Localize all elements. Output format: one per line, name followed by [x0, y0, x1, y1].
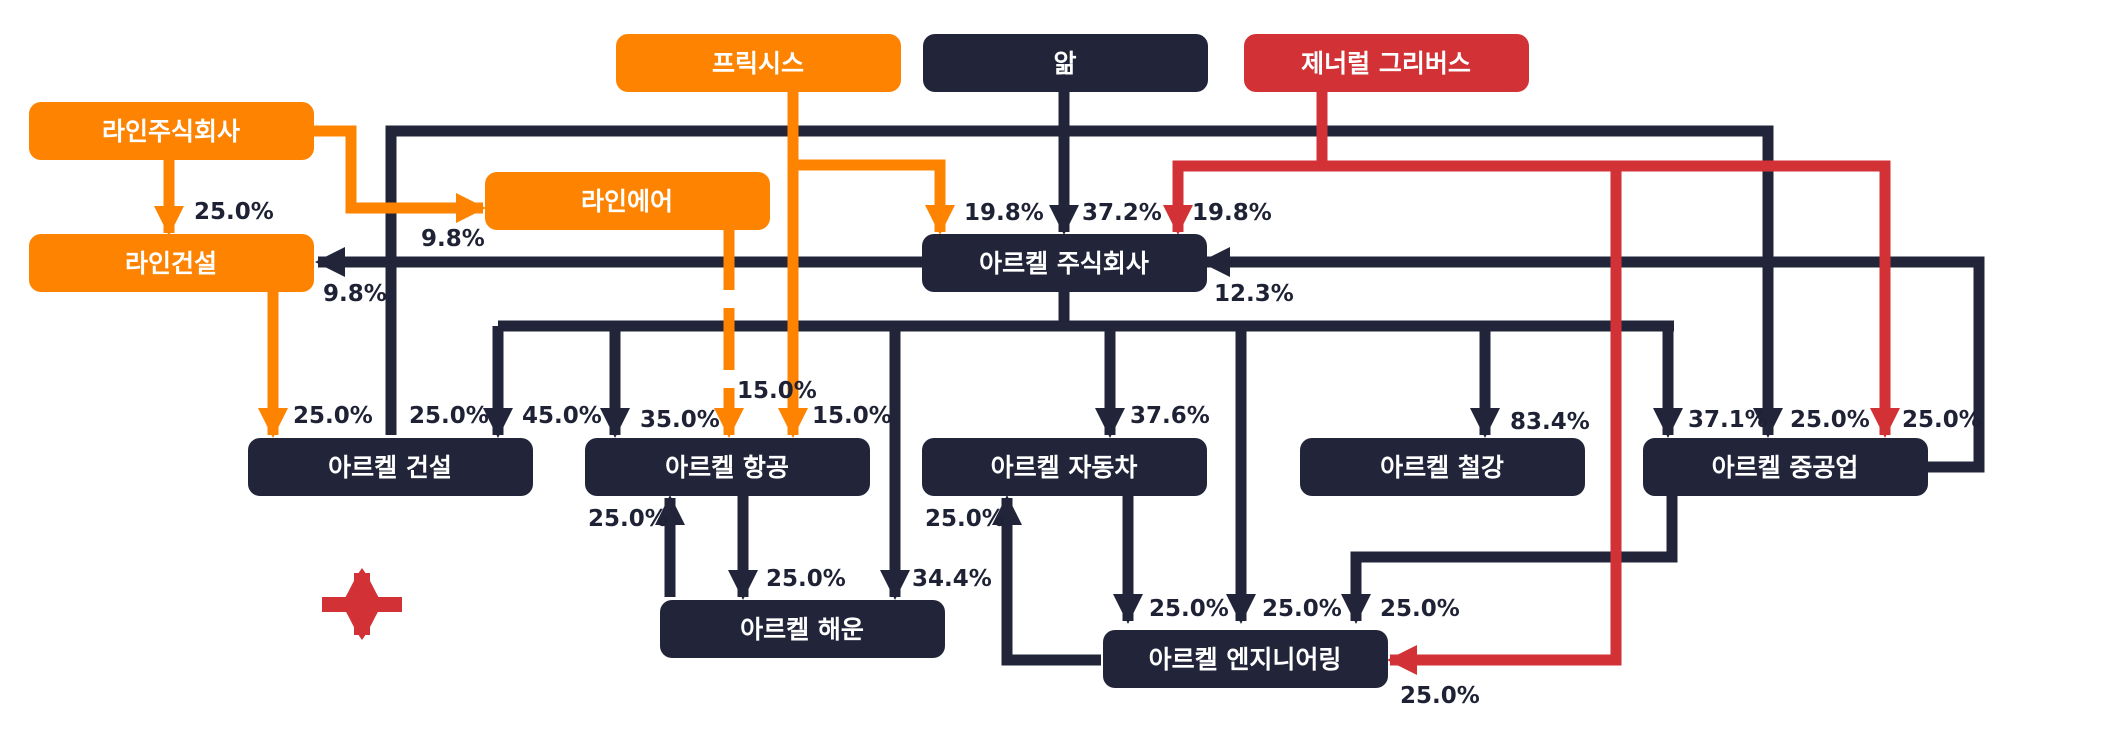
node-label: 아르켈 주식회사 — [979, 249, 1149, 278]
edge-label: 34.4% — [912, 566, 992, 592]
edge-line-corp-to-arkel-construction — [385, 125, 1783, 438]
node-label: 아르켈 해운 — [740, 615, 864, 644]
node-line-corp[interactable]: 라인주식회사 — [29, 102, 314, 160]
node-box — [660, 600, 945, 658]
node-label: 아르켈 항공 — [665, 453, 789, 482]
edge-frixis-to-arkel — [793, 159, 955, 235]
node-box — [922, 438, 1207, 496]
node-box — [922, 234, 1207, 292]
edge-label: 37.1% — [1688, 407, 1768, 433]
edge-label: 25.0% — [1262, 596, 1342, 622]
edge-label: 25.0% — [409, 403, 489, 429]
node-label: 라인주식회사 — [102, 117, 240, 146]
node-frixis[interactable]: 프릭시스 — [616, 34, 901, 92]
edge-label: 37.6% — [1130, 403, 1210, 429]
node-arkel-shipping[interactable]: 아르켈 해운 — [660, 600, 945, 658]
edge-label: 9.8% — [323, 281, 387, 307]
edge-label: 25.0% — [293, 403, 373, 429]
node-arkel-heavy[interactable]: 아르켈 중공업 — [1643, 438, 1928, 496]
edge-label: 9.8% — [421, 226, 485, 252]
node-box — [923, 34, 1208, 92]
edge-label: 25.0% — [766, 566, 846, 592]
red-cross-logo-icon — [322, 568, 402, 640]
edge-label: 19.8% — [1192, 200, 1272, 226]
edge-label: 37.2% — [1082, 200, 1162, 226]
node-box — [248, 438, 533, 496]
edge-label: 45.0% — [522, 403, 602, 429]
node-label: 라인건설 — [125, 249, 217, 278]
node-box — [1300, 438, 1585, 496]
node-arkel-auto[interactable]: 아르켈 자동차 — [922, 438, 1207, 496]
edge-label: 12.3% — [1214, 281, 1294, 307]
node-box — [29, 234, 314, 292]
edge-labels: 25.0% 9.8% 9.8% 19.8% 37.2% 19.8% 12.3% … — [194, 199, 1982, 709]
node-label: 라인에어 — [581, 187, 673, 216]
edge-label: 25.0% — [1149, 596, 1229, 622]
edge-heavy-to-engineering — [1341, 496, 1678, 624]
node-box — [616, 34, 901, 92]
edge-gribus-to-arkel-engineering — [1387, 166, 1622, 675]
node-arkel-aviation[interactable]: 아르켈 항공 — [585, 438, 870, 496]
edge-label: 35.0% — [640, 407, 720, 433]
node-label: 앎 — [1053, 49, 1076, 78]
node-label: 아르켈 자동차 — [991, 453, 1138, 482]
edge-label: 25.0% — [588, 506, 668, 532]
edge-label: 25.0% — [1790, 407, 1870, 433]
edge-label: 83.4% — [1510, 409, 1590, 435]
node-label: 아르켈 건설 — [328, 453, 452, 482]
edge-label: 25.0% — [194, 199, 274, 225]
edges — [154, 92, 1985, 675]
node-box — [485, 172, 770, 230]
node-arkel-construction[interactable]: 아르켈 건설 — [248, 438, 533, 496]
edge-label: 19.8% — [964, 200, 1044, 226]
edge-label: 15.0% — [812, 403, 892, 429]
edge-arkel-to-subsidiaries-bus — [498, 291, 1674, 332]
node-general-gribus[interactable]: 제너럴 그리버스 — [1244, 34, 1529, 92]
node-arkel-steel[interactable]: 아르켈 철강 — [1300, 438, 1585, 496]
node-arkel-engineering[interactable]: 아르켈 엔지니어링 — [1103, 630, 1388, 688]
edge-heavy-to-arkel — [1200, 247, 1985, 473]
node-label: 아르켈 중공업 — [1712, 453, 1859, 482]
node-label: 프릭시스 — [712, 49, 804, 78]
node-label: 제너럴 그리버스 — [1301, 49, 1471, 78]
node-front[interactable]: 앎 — [923, 34, 1208, 92]
edge-label: 15.0% — [737, 378, 817, 404]
node-box — [1244, 34, 1529, 92]
node-label: 아르켈 철강 — [1380, 453, 1504, 482]
edge-label: 25.0% — [1400, 683, 1480, 709]
node-box — [585, 438, 870, 496]
edge-label: 25.0% — [1902, 407, 1982, 433]
edge-label: 25.0% — [925, 506, 1005, 532]
edge-engineering-to-auto — [992, 495, 1101, 666]
node-line-construction[interactable]: 라인건설 — [29, 234, 314, 292]
edge-label: 25.0% — [1380, 596, 1460, 622]
node-box — [1103, 630, 1388, 688]
node-box — [29, 102, 314, 160]
edge-line-corp-to-line-air — [314, 125, 486, 223]
node-label: 아르켈 엔지니어링 — [1149, 645, 1342, 674]
node-arkel-corp[interactable]: 아르켈 주식회사 — [922, 234, 1207, 292]
edge-gribus-to-arkel — [1163, 92, 1328, 235]
node-box — [1643, 438, 1928, 496]
edge-gribus-to-arkel-heavy — [1322, 160, 1900, 438]
node-line-air[interactable]: 라인에어 — [485, 172, 770, 230]
